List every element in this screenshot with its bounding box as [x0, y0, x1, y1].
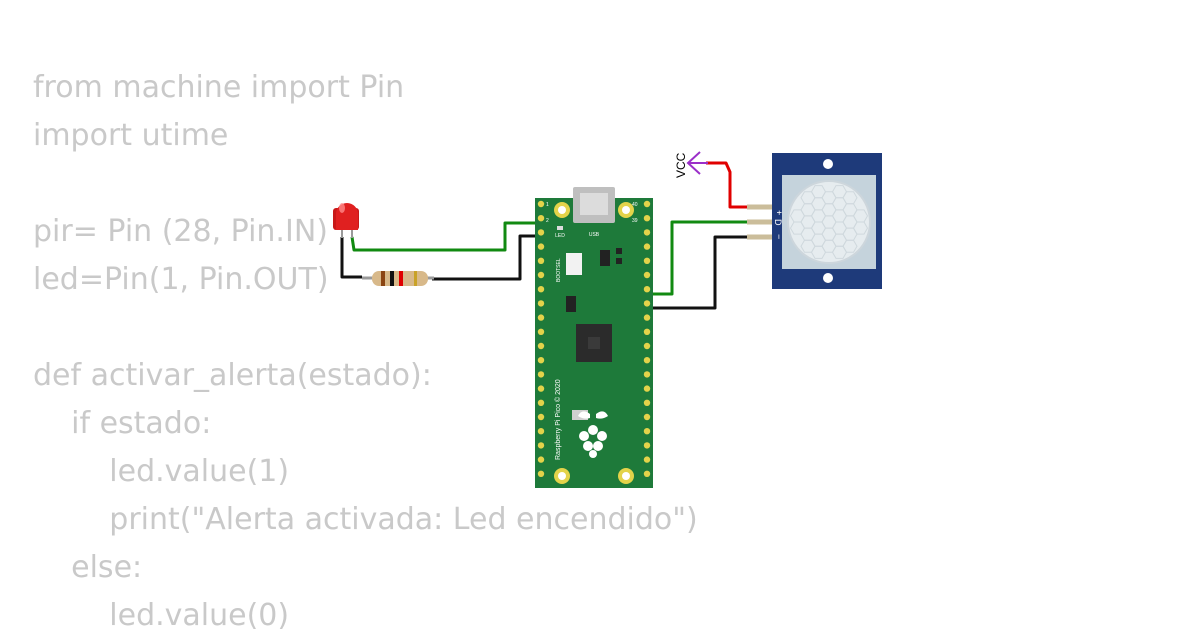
- header-pad: [643, 200, 651, 208]
- pir-pin-data-label: D: [773, 219, 783, 226]
- bootsel-button[interactable]: [566, 253, 582, 275]
- board-side-text: Raspberry Pi Pico © 2020: [554, 379, 562, 460]
- header-pad: [643, 399, 651, 406]
- header-pad: [643, 243, 651, 250]
- header-pad: [537, 200, 545, 208]
- header-pad: [537, 243, 545, 250]
- wire-resistor-to-gnd[interactable]: [340, 237, 362, 279]
- led-label: LED: [555, 233, 565, 239]
- header-pad: [643, 428, 651, 435]
- header-pad: [643, 342, 651, 350]
- header-pad: [537, 342, 545, 350]
- header-pads: [537, 200, 651, 477]
- code-line: else:: [33, 550, 143, 585]
- pin-39-label: 39: [632, 218, 638, 224]
- header-pad: [537, 314, 545, 321]
- code-line: led=Pin(1, Pin.OUT): [33, 262, 329, 297]
- header-pad: [643, 314, 651, 321]
- wire-led-to-gp1[interactable]: [350, 221, 540, 252]
- usb-label: USB: [589, 232, 600, 238]
- header-pad: [643, 300, 651, 307]
- header-pad: [537, 300, 545, 307]
- pir-sensor[interactable]: + D −: [747, 153, 882, 289]
- header-pad: [643, 357, 651, 364]
- header-pad: [643, 456, 651, 463]
- pir-pin-vcc-label: +: [774, 210, 784, 215]
- header-pad: [537, 456, 545, 463]
- header-pad: [643, 385, 651, 392]
- resistor[interactable]: [362, 271, 434, 286]
- wire-gnd-board[interactable]: [432, 234, 540, 281]
- code-line: from machine import Pin: [33, 70, 405, 105]
- header-pad: [537, 442, 545, 449]
- header-pad: [643, 271, 651, 279]
- raspberry-pi-pico[interactable]: USB 1 2 40 39 LED BOOTSEL Raspberry Pi P…: [535, 187, 653, 488]
- code-listing: from machine import Pin import utime pir= …: [33, 68, 698, 644]
- header-pad: [537, 229, 545, 236]
- header-pad: [537, 271, 545, 279]
- header-pad: [643, 286, 651, 293]
- header-pad: [537, 385, 545, 392]
- code-line: import utime: [33, 118, 229, 153]
- header-pad: [643, 371, 651, 378]
- vcc-label: VCC: [674, 152, 688, 178]
- pir-pin-gnd-label: −: [774, 234, 784, 239]
- header-pad: [537, 428, 545, 435]
- wire-pir-signal[interactable]: [652, 220, 747, 296]
- raspberry-logo-icon: [578, 411, 608, 458]
- header-pad: [643, 470, 651, 477]
- wire-pir-gnd[interactable]: [652, 235, 747, 310]
- pin-2-label: 2: [546, 218, 549, 224]
- pin-40-label: 40: [632, 202, 638, 208]
- pin-1-label: 1: [546, 202, 549, 208]
- code-line: pir= Pin (28, Pin.IN): [33, 214, 328, 249]
- code-line: led.value(0): [33, 598, 290, 633]
- header-pad: [643, 442, 651, 449]
- red-led[interactable]: [333, 203, 359, 238]
- header-pad: [537, 328, 545, 335]
- header-pad: [643, 413, 651, 421]
- circuit-diagram: VCC USB 1 2 40 39 LED: [333, 151, 882, 488]
- header-pad: [537, 257, 545, 264]
- header-pad: [643, 257, 651, 264]
- wires: [340, 161, 747, 310]
- pir-dome: [787, 180, 871, 264]
- onboard-led: [557, 226, 563, 230]
- header-pad: [537, 399, 545, 406]
- header-pad: [537, 286, 545, 293]
- header-pad: [643, 328, 651, 335]
- header-pad: [537, 215, 545, 222]
- pir-lens-cell: [842, 239, 858, 253]
- code-line: print("Alerta activada: Led encendido"): [33, 502, 698, 537]
- code-line: led.value(1): [33, 454, 290, 489]
- code-line: def activar_alerta(estado):: [33, 358, 432, 393]
- header-pad: [643, 229, 651, 236]
- header-pad: [537, 357, 545, 364]
- bootsel-label: BOOTSEL: [556, 258, 562, 282]
- wire-pir-vcc[interactable]: [706, 161, 747, 209]
- header-pad: [537, 470, 545, 477]
- header-pad: [537, 371, 545, 378]
- vcc-symbol: VCC: [674, 151, 708, 178]
- header-pad: [537, 413, 545, 421]
- header-pad: [643, 215, 651, 222]
- code-line: if estado:: [33, 406, 212, 441]
